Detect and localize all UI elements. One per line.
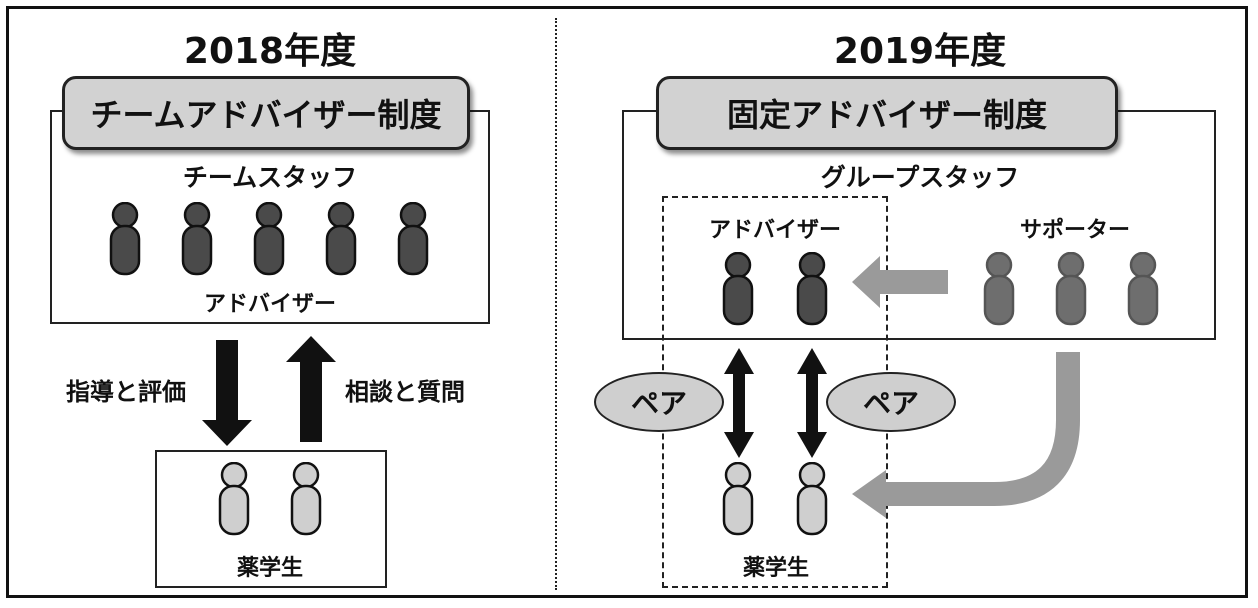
student-figure [796, 462, 828, 536]
left-student-box [155, 450, 387, 588]
pair-arrow-right [797, 348, 827, 458]
adviser-figure [253, 202, 285, 276]
supporter-figure [983, 252, 1015, 326]
adviser-figure [722, 252, 754, 326]
consult-label: 相談と質問 [345, 378, 465, 406]
supporter-figure [1055, 252, 1087, 326]
left-system-title: チームアドバイザー制度 [62, 76, 470, 150]
left-year-title: 2018年度 [183, 31, 357, 72]
support-student-arrowhead [852, 470, 886, 518]
student-figure [290, 462, 322, 536]
student-figure [722, 462, 754, 536]
adviser-figure [796, 252, 828, 326]
right-year-title: 2019年度 [833, 31, 1007, 72]
pair-badge-left: ペア [594, 372, 724, 432]
adviser-figure [109, 202, 141, 276]
left-student-label: 薬学生 [236, 556, 303, 581]
left-staff-label: チームスタッフ [182, 163, 358, 192]
up-arrow [286, 336, 336, 442]
supporter-figure [1127, 252, 1159, 326]
right-adviser-label: アドバイザー [708, 218, 841, 243]
guidance-label: 指導と評価 [66, 378, 186, 406]
support-student-arrow [884, 352, 1080, 506]
right-student-label: 薬学生 [742, 556, 809, 581]
student-figure [218, 462, 250, 536]
right-system-title: 固定アドバイザー制度 [656, 76, 1118, 150]
pair-arrow-left [724, 348, 754, 458]
down-arrow [202, 340, 252, 446]
support-arrow [852, 256, 948, 308]
adviser-figure [325, 202, 357, 276]
left-adviser-label: アドバイザー [203, 292, 336, 317]
right-staff-label: グループスタッフ [820, 163, 1020, 192]
pair-badge-right: ペア [826, 372, 956, 432]
adviser-figure [397, 202, 429, 276]
adviser-figure [181, 202, 213, 276]
supporter-label: サポーター [1019, 218, 1130, 243]
figure-frame [6, 6, 1248, 598]
center-divider [555, 18, 557, 590]
